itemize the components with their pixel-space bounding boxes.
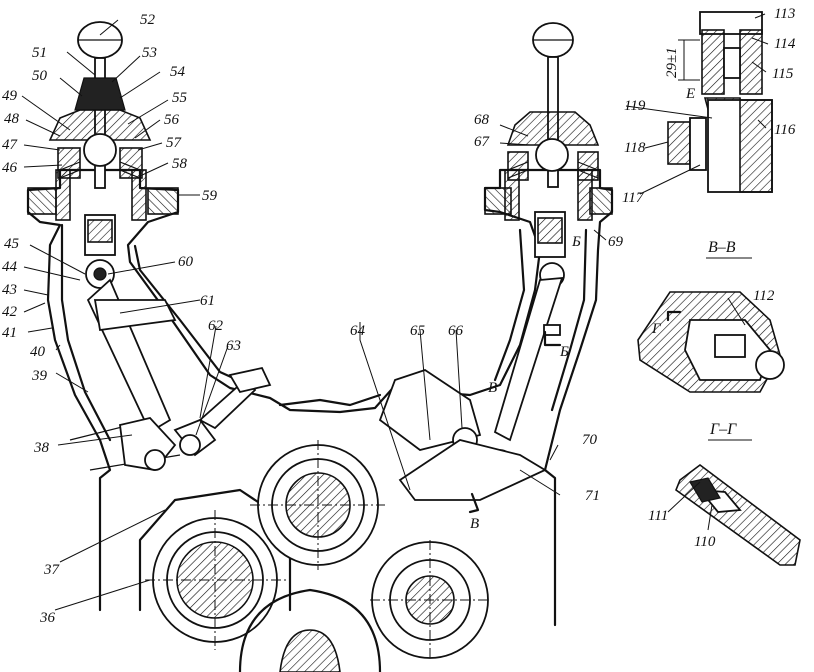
right-flange [484,169,613,221]
label-111: 111 [648,508,668,524]
section-gg-detail [637,291,785,393]
label-61: 61 [200,293,215,309]
label-113: 113 [774,6,795,22]
label-43: 43 [2,282,17,298]
label-39: 39 [31,368,48,384]
label-48: 48 [4,111,20,127]
label-115: 115 [772,66,794,82]
label-56: 56 [164,112,180,128]
label-54: 54 [170,64,186,80]
dimension-29: 29±1 [664,47,680,78]
label-119: 119 [624,98,646,114]
right-lever-assembly [493,22,600,442]
label-44: 44 [2,259,18,275]
marker-v-top: В [488,380,497,396]
label-112: 112 [753,288,775,304]
label-50: 50 [32,68,48,84]
section-markers: Б Б В В Г Е В–В Г–Г 29±1 [468,47,737,532]
left-lever-assembly [48,21,177,434]
label-59: 59 [202,188,218,204]
label-42: 42 [2,304,18,320]
section-vv-caption: В–В [708,239,736,256]
label-60: 60 [178,254,194,270]
label-36: 36 [39,610,56,626]
leader-lines [21,13,769,611]
label-65: 65 [410,323,426,339]
right-linkage [378,369,547,501]
label-118: 118 [624,140,646,156]
label-67: 67 [474,134,491,150]
marker-b-arrow: Б [559,344,569,360]
marker-e: Е [685,86,695,102]
label-57: 57 [166,135,183,151]
marker-b-right: Б [571,234,581,250]
label-41: 41 [2,325,17,341]
label-40: 40 [30,344,46,360]
marker-v-bottom: В [470,516,479,532]
label-38: 38 [33,440,50,456]
marker-g: Г [651,321,662,337]
label-110: 110 [694,534,716,550]
gears [138,440,490,672]
part-labels: 52 51 53 50 54 49 55 48 56 47 57 46 58 5… [2,6,796,626]
label-52: 52 [140,12,156,28]
section-vv-detail [667,11,773,193]
label-71: 71 [585,488,600,504]
label-70: 70 [582,432,598,448]
section-gg-caption: Г–Г [709,421,737,438]
label-116: 116 [774,122,796,138]
label-55: 55 [172,90,188,106]
label-66: 66 [448,323,464,339]
label-69: 69 [608,234,624,250]
label-62: 62 [208,318,224,334]
label-68: 68 [474,112,490,128]
label-53: 53 [142,45,157,61]
label-45: 45 [4,236,20,252]
pin-detail [675,464,801,566]
label-37: 37 [43,562,61,578]
label-49: 49 [2,88,18,104]
label-117: 117 [622,190,645,206]
left-linkage [119,366,272,471]
label-58: 58 [172,156,188,172]
label-114: 114 [774,36,796,52]
label-64: 64 [350,323,366,339]
left-flange [27,169,179,221]
label-51: 51 [32,45,47,61]
label-46: 46 [2,160,18,176]
label-63: 63 [226,338,241,354]
label-47: 47 [2,137,19,153]
